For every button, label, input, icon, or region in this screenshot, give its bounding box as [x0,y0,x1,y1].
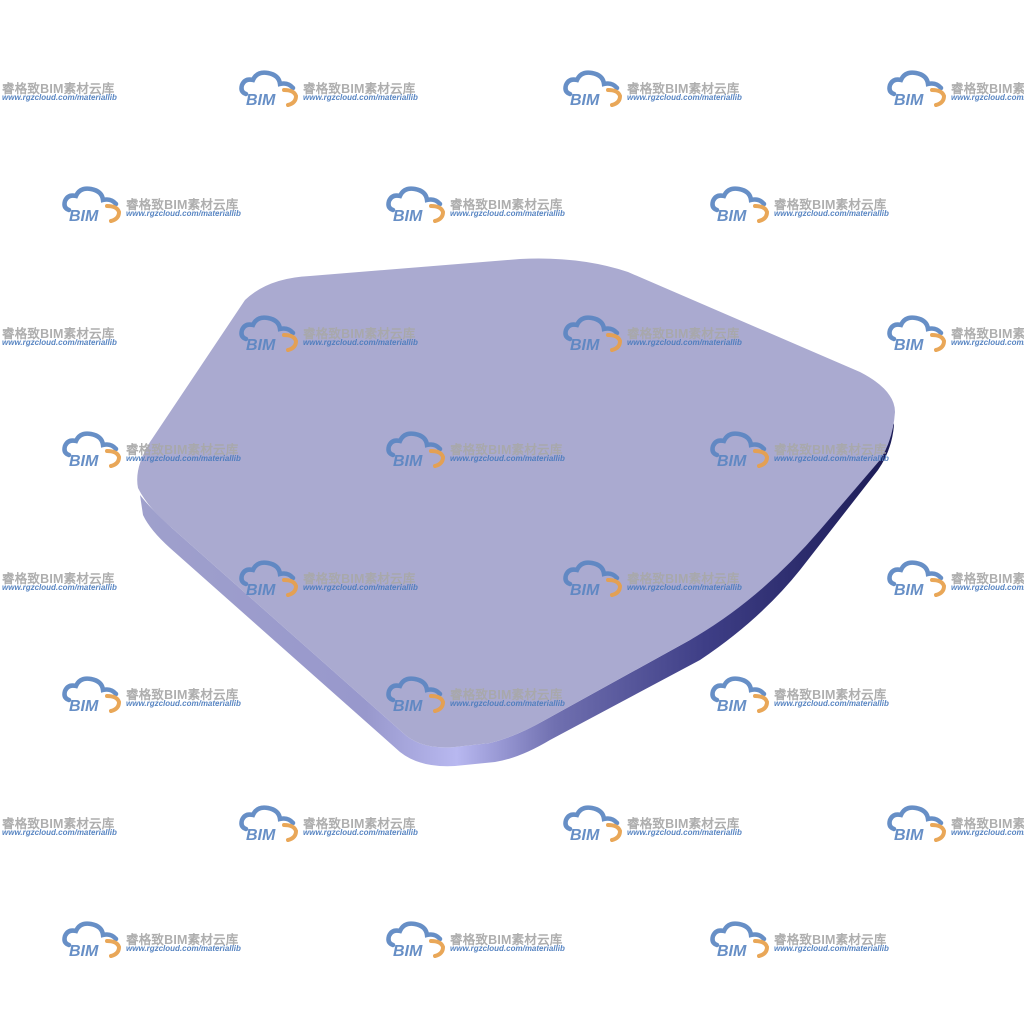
slab-top-face [137,258,895,748]
slab-edge [140,410,894,767]
